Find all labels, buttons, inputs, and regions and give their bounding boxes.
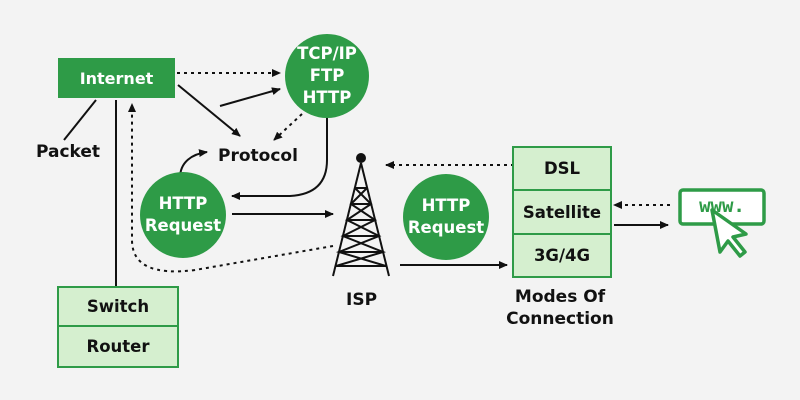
mode-3g4g-cell: 3G/4G bbox=[514, 235, 610, 276]
mode-dsl-cell: DSL bbox=[514, 148, 610, 191]
arrow-isp-to-internet bbox=[128, 103, 334, 273]
modes-caption-line2: Connection bbox=[506, 309, 614, 329]
http-request-left-line2: Request bbox=[144, 216, 222, 235]
protocol-label: Protocol bbox=[218, 146, 298, 166]
mode-3g4g-label: 3G/4G bbox=[533, 246, 591, 265]
router-cell: Router bbox=[59, 327, 177, 366]
http-request-right-line2: Request bbox=[407, 218, 485, 237]
protocol-tcpip: TCP/IP bbox=[297, 44, 357, 63]
mode-satellite-label: Satellite bbox=[522, 202, 602, 222]
line-internet-to-packet bbox=[63, 99, 97, 141]
mode-satellite-cell: Satellite bbox=[514, 191, 610, 235]
http-request-circle-right: HTTP Request bbox=[403, 174, 489, 260]
arrow-http-to-request bbox=[231, 113, 328, 200]
http-request-left-line1: HTTP bbox=[158, 194, 208, 213]
switch-cell: Switch bbox=[59, 288, 177, 327]
internet-label: Internet bbox=[79, 68, 154, 88]
http-request-right-line1: HTTP bbox=[421, 196, 471, 215]
protocols-circle: TCP/IP FTP HTTP bbox=[285, 34, 369, 118]
tower-antenna-icon bbox=[332, 153, 390, 277]
modes-stack: DSL Satellite 3G/4G bbox=[512, 146, 612, 278]
www-browser-cursor-icon bbox=[678, 188, 766, 258]
arrow-internet-to-protocol bbox=[177, 84, 241, 137]
arrow-protocol-to-circle bbox=[219, 87, 281, 107]
modes-caption-line1: Modes Of bbox=[514, 287, 606, 307]
switch-router-stack: Switch Router bbox=[57, 286, 179, 368]
protocol-http: HTTP bbox=[302, 88, 352, 107]
http-request-circle-left: HTTP Request bbox=[140, 172, 226, 258]
packet-label: Packet bbox=[36, 142, 101, 162]
arrow-circle-to-protocol bbox=[273, 113, 303, 141]
switch-label: Switch bbox=[86, 297, 150, 316]
modes-caption: Modes Of Connection bbox=[500, 286, 620, 330]
protocol-ftp: FTP bbox=[309, 66, 345, 85]
internet-box: Internet bbox=[58, 58, 175, 98]
router-label: Router bbox=[86, 337, 150, 356]
isp-label: ISP bbox=[346, 290, 378, 310]
mode-dsl-label: DSL bbox=[543, 159, 581, 178]
www-label: www. bbox=[699, 195, 745, 217]
